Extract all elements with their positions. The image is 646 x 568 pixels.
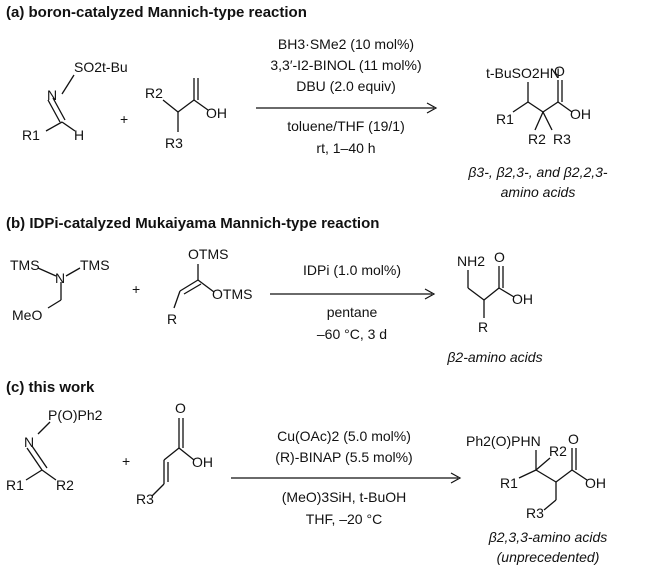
panel-a-condition-2: 3,3′-I2-BINOL (11 mol%) bbox=[270, 57, 421, 73]
label-r: R bbox=[167, 311, 177, 327]
label-r3: R3 bbox=[526, 505, 544, 521]
label-o: O bbox=[554, 63, 565, 79]
panel-b-result: β2-amino acids bbox=[446, 349, 542, 365]
panel-c-product: Ph2(O)PHN R2 O OH R1 R3 bbox=[466, 431, 606, 521]
panel-c-condition-4: THF, –20 °C bbox=[306, 511, 382, 527]
panel-c-condition-1: Cu(OAc)2 (5.0 mol%) bbox=[277, 428, 411, 444]
label-oh: OH bbox=[585, 475, 606, 491]
label-oh: OH bbox=[570, 106, 591, 122]
panel-a-condition-3: DBU (2.0 equiv) bbox=[296, 78, 396, 94]
panel-c-heading: (c) this work bbox=[6, 379, 95, 396]
panel-a-result-line-1: β3-, β2,3-, and β2,2,3- bbox=[467, 164, 608, 180]
panel-a-product: t-BuSO2HN O OH R1 R2 R3 bbox=[486, 63, 591, 147]
panel-b-condition-3: –60 °C, 3 d bbox=[317, 326, 387, 342]
panel-b-condition-2: pentane bbox=[327, 304, 378, 320]
label-n: N bbox=[47, 87, 57, 103]
panel-a-condition-4: toluene/THF (19/1) bbox=[287, 118, 405, 134]
label-tbuso2hn: t-BuSO2HN bbox=[486, 65, 560, 81]
label-r3: R3 bbox=[165, 135, 183, 151]
panel-a-plus: + bbox=[120, 111, 128, 127]
label-oh: OH bbox=[206, 105, 227, 121]
label-so2tbu: SO2t-Bu bbox=[74, 59, 128, 75]
panel-c-result-line-1: β2,3,3-amino acids bbox=[488, 529, 608, 545]
label-poph2: P(O)Ph2 bbox=[48, 407, 103, 423]
label-ph2ophn: Ph2(O)PHN bbox=[466, 433, 541, 449]
label-r3: R3 bbox=[136, 491, 154, 507]
panel-a-condition-1: BH3·SMe2 (10 mol%) bbox=[278, 36, 414, 52]
label-r2: R2 bbox=[528, 131, 546, 147]
panel-c-condition-3: (MeO)3SiH, t-BuOH bbox=[282, 489, 406, 505]
panel-c-condition-2: (R)-BINAP (5.5 mol%) bbox=[275, 449, 412, 465]
label-n: N bbox=[55, 270, 65, 286]
label-h: H bbox=[74, 127, 84, 143]
panel-c-phosphinoyl-imine: P(O)Ph2 N R1 R2 bbox=[6, 407, 103, 493]
label-o: O bbox=[494, 249, 505, 265]
label-r2: R2 bbox=[145, 85, 163, 101]
label-r1: R1 bbox=[500, 475, 518, 491]
label-o: O bbox=[568, 431, 579, 447]
label-o: O bbox=[175, 400, 186, 416]
label-otms-1: OTMS bbox=[188, 246, 228, 262]
label-r1: R1 bbox=[22, 127, 40, 143]
panel-c-plus: + bbox=[122, 453, 130, 469]
panel-c-conditions: Cu(OAc)2 (5.0 mol%) (R)-BINAP (5.5 mol%)… bbox=[231, 428, 462, 527]
panel-a-carboxylic-acid: R2 R3 OH bbox=[145, 78, 227, 151]
label-oh: OH bbox=[512, 291, 533, 307]
label-r1: R1 bbox=[6, 477, 24, 493]
label-meo: MeO bbox=[12, 307, 42, 323]
panel-b-heading: (b) IDPi-catalyzed Mukaiyama Mannich-typ… bbox=[6, 215, 379, 232]
panel-a-condition-5: rt, 1–40 h bbox=[316, 140, 375, 156]
label-r1: R1 bbox=[496, 111, 514, 127]
label-tms-1: TMS bbox=[10, 257, 40, 273]
panel-a-heading: (a) boron-catalyzed Mannich-type reactio… bbox=[6, 4, 307, 21]
label-r2: R2 bbox=[56, 477, 74, 493]
panel-b-condition-1: IDPi (1.0 mol%) bbox=[303, 262, 401, 278]
label-tms-2: TMS bbox=[80, 257, 110, 273]
label-oh: OH bbox=[192, 454, 213, 470]
panel-b-conditions: IDPi (1.0 mol%) pentane –60 °C, 3 d bbox=[270, 262, 436, 342]
panel-b-aminal: TMS N TMS MeO bbox=[10, 257, 110, 323]
panel-b-product: NH2 O OH R bbox=[457, 249, 533, 335]
label-r3: R3 bbox=[553, 131, 571, 147]
panel-a-result-line-2: amino acids bbox=[501, 184, 576, 200]
panel-b-silyl-ketene-acetal: OTMS OTMS R bbox=[167, 246, 252, 327]
panel-a-sulfonyl-imine: SO2t-Bu N R1 H bbox=[22, 59, 128, 143]
label-nh2: NH2 bbox=[457, 253, 485, 269]
label-r: R bbox=[478, 319, 488, 335]
label-r2: R2 bbox=[549, 443, 567, 459]
label-n: N bbox=[24, 434, 34, 450]
panel-c-result-line-2: (unprecedented) bbox=[497, 549, 600, 565]
label-otms-2: OTMS bbox=[212, 286, 252, 302]
panel-a-conditions: BH3·SMe2 (10 mol%) 3,3′-I2-BINOL (11 mol… bbox=[256, 36, 438, 156]
panel-b-plus: + bbox=[132, 281, 140, 297]
panel-c-unsaturated-acid: O OH R3 bbox=[136, 400, 213, 507]
